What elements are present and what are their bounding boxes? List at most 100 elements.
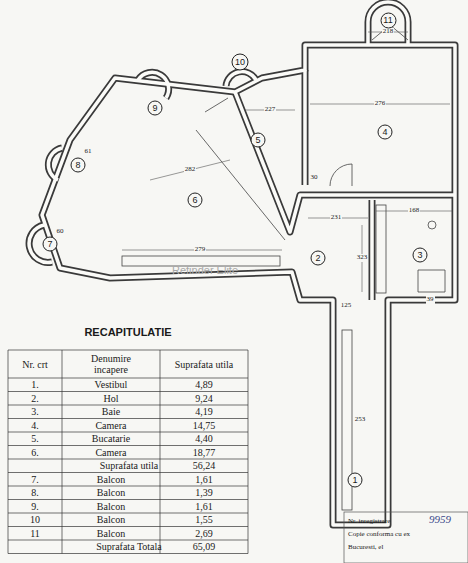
dimension-label: 323 bbox=[356, 254, 369, 262]
callout-ring bbox=[43, 237, 57, 251]
table-header: Denumire incapere bbox=[80, 353, 142, 375]
room-callout: 7 bbox=[42, 236, 58, 252]
dimension-label: 276 bbox=[374, 100, 387, 108]
table-rule bbox=[8, 553, 248, 554]
table-cell: 4,40 bbox=[195, 433, 213, 444]
table-cell: Balcon bbox=[97, 514, 125, 525]
table-cell: Baie bbox=[102, 406, 120, 417]
callout-ring bbox=[413, 248, 427, 262]
table-cell: Camera bbox=[95, 447, 126, 458]
table-cell: 3. bbox=[31, 406, 39, 417]
callout-ring bbox=[348, 473, 362, 487]
callout-number: 8 bbox=[75, 161, 80, 170]
table-cell: Suprafata Totala bbox=[96, 541, 161, 552]
room-callout: 3 bbox=[412, 247, 428, 263]
callout-number: 5 bbox=[255, 136, 260, 145]
table-cell: 56,24 bbox=[193, 460, 216, 471]
stamp-text: Copie conforma cu ex bbox=[348, 531, 410, 539]
stamp-text: Nr. inregistrare bbox=[348, 518, 390, 526]
table-cell: Bucatarie bbox=[92, 433, 130, 444]
table-rule bbox=[8, 432, 248, 433]
table-header: Suprafata utila bbox=[174, 359, 234, 370]
table-cell: Suprafata utila bbox=[100, 460, 159, 471]
table-rule bbox=[160, 350, 161, 554]
table-rule bbox=[8, 391, 248, 392]
table-cell: 8. bbox=[31, 487, 39, 498]
table-cell: 1,61 bbox=[195, 474, 213, 485]
dimension-label: 253 bbox=[354, 416, 367, 424]
callout-ring bbox=[378, 125, 392, 139]
room-callout: 5 bbox=[250, 132, 266, 148]
callout-number: 3 bbox=[417, 251, 422, 260]
table-rule bbox=[8, 405, 248, 406]
table-cell: Balcon bbox=[97, 501, 125, 512]
walls bbox=[29, 2, 455, 525]
table-cell: 5. bbox=[31, 433, 39, 444]
callout-number: 4 bbox=[382, 128, 387, 137]
table-title: RECAPITULATIE bbox=[84, 326, 171, 338]
table-cell: 14,75 bbox=[193, 420, 216, 431]
room-callout: 2 bbox=[310, 250, 326, 266]
callout-ring bbox=[381, 13, 396, 28]
callout-number: 11 bbox=[383, 16, 392, 25]
table-cell: 4. bbox=[31, 420, 39, 431]
dimension-label: 39 bbox=[426, 296, 435, 304]
table-cell: 1,61 bbox=[195, 501, 213, 512]
dimension-label: 282 bbox=[184, 166, 197, 174]
callout-ring bbox=[148, 101, 162, 115]
room-callout: 9 bbox=[147, 100, 163, 116]
table-cell: Balcon bbox=[97, 528, 125, 539]
table-header: Nr. crt bbox=[20, 359, 50, 370]
table-rule bbox=[8, 540, 248, 541]
room-callout: 6 bbox=[187, 192, 203, 208]
stamp-box bbox=[344, 512, 468, 563]
dimension-label: 60 bbox=[56, 228, 65, 236]
room-callout: 10 bbox=[231, 53, 249, 71]
table-cell: 2,69 bbox=[195, 528, 213, 539]
room-callout: 11 bbox=[380, 12, 397, 29]
table-cell: 65,09 bbox=[193, 541, 216, 552]
callout-ring bbox=[232, 54, 248, 70]
table-rule bbox=[248, 350, 249, 554]
table-cell: Vestibul bbox=[95, 379, 128, 390]
table-rule bbox=[8, 526, 248, 527]
room-callout: 8 bbox=[70, 157, 86, 173]
table-rule bbox=[8, 350, 248, 351]
table-cell: 9. bbox=[31, 501, 39, 512]
room-callout: 4 bbox=[377, 124, 393, 140]
table-rule bbox=[8, 350, 9, 554]
callout-number: 1 bbox=[352, 476, 357, 485]
table-cell: 10 bbox=[30, 514, 40, 525]
callout-ring bbox=[311, 251, 325, 265]
dimension-lines bbox=[122, 32, 452, 292]
table-cell: 4,19 bbox=[195, 406, 213, 417]
table-cell: 1,55 bbox=[195, 514, 213, 525]
dimension-label: 227 bbox=[264, 106, 277, 114]
table-cell: 6. bbox=[31, 447, 39, 458]
stamp-text: 9959 bbox=[429, 513, 451, 525]
callout-ring bbox=[188, 193, 202, 207]
dimension-label: 30 bbox=[310, 174, 319, 182]
room-callout: 1 bbox=[347, 472, 363, 488]
table-cell: 18,77 bbox=[193, 447, 216, 458]
table-cell: Camera bbox=[95, 420, 126, 431]
fixtures bbox=[122, 25, 445, 510]
watermark: Refinder Elite bbox=[172, 264, 238, 276]
table-rule bbox=[8, 459, 248, 460]
callout-number: 6 bbox=[192, 196, 197, 205]
table-cell: Balcon bbox=[97, 487, 125, 498]
dimension-label: 168 bbox=[408, 207, 421, 215]
callout-number: 2 bbox=[315, 254, 320, 263]
table-cell: 1. bbox=[31, 379, 39, 390]
dimension-label: 231 bbox=[330, 214, 343, 222]
table-rule bbox=[8, 499, 248, 500]
dimension-label: 218 bbox=[382, 28, 395, 36]
table-rule bbox=[8, 472, 248, 473]
stamp-text: Bucuresti, el bbox=[348, 544, 383, 552]
callout-ring bbox=[251, 133, 265, 147]
table-rule bbox=[8, 445, 248, 446]
callout-number: 7 bbox=[47, 240, 52, 249]
table-rule bbox=[8, 486, 248, 487]
